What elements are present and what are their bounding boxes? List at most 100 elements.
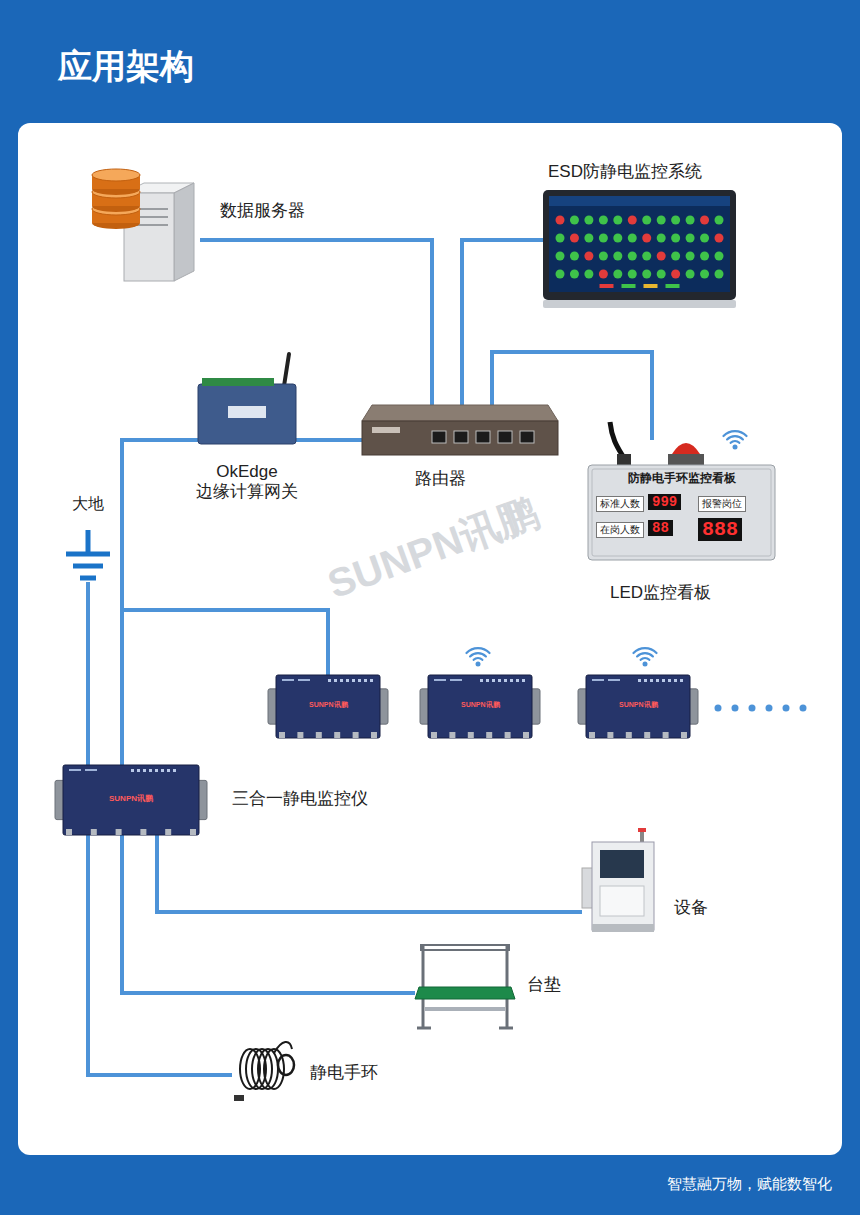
network-port bbox=[454, 431, 468, 443]
station-dot bbox=[584, 270, 593, 279]
gateway-node: OkEdge 边缘计算网关 bbox=[198, 378, 296, 444]
power-plug bbox=[617, 454, 631, 466]
table-foot bbox=[499, 1027, 513, 1030]
device-body bbox=[276, 675, 380, 738]
status-led bbox=[334, 679, 337, 682]
machine-screen bbox=[600, 850, 644, 878]
router-node: 路由器 bbox=[362, 405, 558, 455]
station-dot bbox=[599, 234, 608, 243]
terminal bbox=[190, 829, 196, 835]
status-led bbox=[364, 679, 367, 682]
device-logo: SUNPN讯鹏 bbox=[309, 701, 348, 709]
ground-bar bbox=[66, 552, 110, 557]
status-led bbox=[650, 679, 653, 682]
siren-base bbox=[668, 454, 704, 466]
status-led bbox=[638, 679, 641, 682]
connector-wire bbox=[462, 240, 543, 405]
status-led bbox=[480, 679, 483, 682]
station-dot bbox=[686, 252, 695, 261]
station-dot bbox=[657, 270, 666, 279]
status-led bbox=[155, 769, 158, 772]
station-dot bbox=[628, 234, 637, 243]
terminal bbox=[644, 732, 650, 738]
brand-plate bbox=[372, 427, 400, 433]
antenna bbox=[284, 354, 289, 386]
status-led bbox=[131, 769, 134, 772]
station-dot bbox=[642, 252, 651, 261]
screen-header bbox=[549, 196, 730, 206]
terminal bbox=[626, 732, 632, 738]
terminal bbox=[681, 732, 687, 738]
machine-door bbox=[600, 886, 644, 916]
station-dot bbox=[715, 216, 724, 225]
device-mark bbox=[592, 679, 604, 681]
terminal bbox=[589, 732, 595, 738]
device-mark bbox=[85, 769, 97, 771]
coil-loop bbox=[258, 1049, 278, 1089]
station-dot bbox=[700, 216, 709, 225]
terminal bbox=[505, 732, 511, 738]
station-dot bbox=[584, 234, 593, 243]
connector-wire bbox=[157, 835, 582, 912]
board-body bbox=[588, 465, 775, 560]
board-digits: 88 bbox=[648, 520, 673, 536]
status-led bbox=[161, 769, 164, 772]
band-plug bbox=[234, 1095, 244, 1101]
monitor-node: ESD防静电监控系统 bbox=[543, 190, 736, 308]
station-dot bbox=[628, 270, 637, 279]
status-led bbox=[656, 679, 659, 682]
wifi-arc bbox=[637, 653, 653, 656]
power-cable bbox=[610, 422, 624, 458]
station-dot bbox=[642, 270, 651, 279]
continuation-dot bbox=[749, 705, 756, 712]
table-rail bbox=[421, 945, 509, 950]
station-dot bbox=[686, 216, 695, 225]
station-dot bbox=[584, 252, 593, 261]
coil-loop bbox=[264, 1049, 284, 1089]
status-led bbox=[674, 679, 677, 682]
station-dot bbox=[570, 270, 579, 279]
status-led bbox=[662, 679, 665, 682]
server-node: 数据服务器 bbox=[90, 165, 200, 283]
continuation-dot bbox=[732, 705, 739, 712]
station-dot bbox=[686, 234, 695, 243]
network-port bbox=[476, 431, 490, 443]
board-field: 在岗人数 bbox=[596, 522, 644, 538]
connector-wire bbox=[296, 438, 362, 442]
name-plate bbox=[228, 406, 266, 418]
monitor-base bbox=[543, 300, 736, 308]
disk-top bbox=[92, 169, 140, 181]
screen-button bbox=[644, 284, 658, 288]
connector-wire bbox=[200, 240, 432, 405]
status-led bbox=[486, 679, 489, 682]
board-field: 报警岗位 bbox=[698, 496, 746, 512]
ground-node: 大地 bbox=[64, 530, 112, 582]
station-dot bbox=[556, 234, 565, 243]
wifi-dot bbox=[476, 662, 481, 667]
station-dot bbox=[657, 252, 666, 261]
station-dot bbox=[599, 216, 608, 225]
router-front bbox=[362, 421, 558, 455]
terminal bbox=[297, 732, 303, 738]
terminal bbox=[371, 732, 377, 738]
node-illustration bbox=[198, 378, 296, 444]
continuation-dot bbox=[715, 705, 722, 712]
wifi-icon bbox=[466, 648, 489, 666]
signal-lamp bbox=[638, 828, 646, 832]
station-dot bbox=[584, 216, 593, 225]
ground-stem bbox=[86, 530, 91, 554]
monitor-screen bbox=[549, 196, 730, 292]
coil-loop bbox=[252, 1049, 272, 1089]
wifi-dot bbox=[733, 445, 738, 450]
continuation-dot bbox=[800, 705, 807, 712]
tower-side bbox=[174, 183, 194, 281]
station-dot bbox=[642, 234, 651, 243]
device-mark bbox=[434, 679, 446, 681]
device-label: 数据服务器 bbox=[220, 201, 305, 221]
station-dot bbox=[556, 270, 565, 279]
node-illustration bbox=[232, 1035, 297, 1107]
monitor-unit: SUNPN讯鹏 bbox=[420, 675, 540, 738]
status-led bbox=[137, 769, 140, 772]
status-led bbox=[340, 679, 343, 682]
terminal bbox=[607, 732, 613, 738]
